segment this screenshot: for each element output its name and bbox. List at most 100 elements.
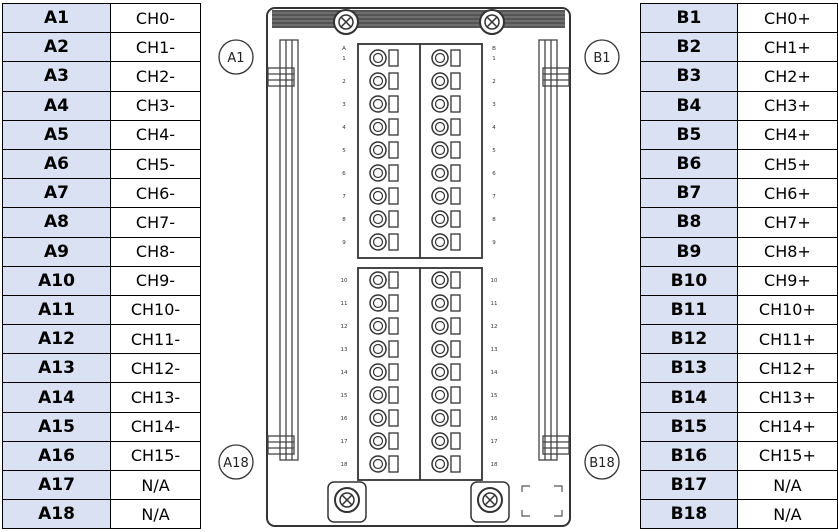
terminal-number-right: 2 xyxy=(492,79,496,85)
b-signal-cell: CH14+ xyxy=(736,411,838,442)
a-signal-cell: N/A xyxy=(110,469,201,501)
terminal-a-4-icon xyxy=(369,118,399,136)
terminal-number-left: 2 xyxy=(342,79,346,85)
terminal-a-5-icon xyxy=(369,141,399,159)
a-signal-cell: CH5- xyxy=(110,148,201,180)
callout-b18: B18 xyxy=(584,444,620,480)
terminal-a-15-icon xyxy=(369,386,399,404)
a-signal-cell: CH4- xyxy=(110,119,201,150)
a-signal-cell: CH2- xyxy=(110,61,201,92)
terminal-number-right: 15 xyxy=(491,393,498,399)
terminal-number-left: 18 xyxy=(341,462,348,468)
a-signal-cell: CH8- xyxy=(110,236,201,267)
column-mark-b: B xyxy=(492,46,496,52)
terminal-b-4-icon xyxy=(431,118,461,136)
a-signal-cell: CH1- xyxy=(110,32,201,63)
terminal-number-right: 14 xyxy=(491,370,498,376)
b-pin-cell: B17 xyxy=(640,469,738,501)
b-pin-cell: B13 xyxy=(640,353,738,384)
terminal-number-left: 11 xyxy=(341,301,348,307)
terminal-number-right: 1 xyxy=(492,56,496,62)
callout-a18: A18 xyxy=(218,444,254,480)
terminal-number-right: 16 xyxy=(491,416,498,422)
terminal-number-left: 14 xyxy=(341,370,348,376)
right-rail xyxy=(538,39,570,461)
b-signal-cell: CH1+ xyxy=(736,32,838,63)
a-pin-cell: A6 xyxy=(2,148,111,180)
svg-text:A1: A1 xyxy=(227,51,244,66)
terminal-a-1-icon xyxy=(369,49,399,67)
a-pin-cell: A8 xyxy=(2,207,111,238)
terminal-number-left: 17 xyxy=(341,439,348,445)
a-pin-cell: A17 xyxy=(2,469,111,501)
a-pin-cell: A16 xyxy=(2,440,111,472)
label-area-corner-marks xyxy=(521,485,563,517)
terminal-number-right: 3 xyxy=(492,102,496,108)
terminal-b-13-icon xyxy=(431,340,461,358)
terminal-b-8-icon xyxy=(431,210,461,228)
b-pin-cell: B7 xyxy=(640,178,738,209)
terminal-a-12-icon xyxy=(369,317,399,335)
terminal-number-left: 12 xyxy=(341,324,348,330)
b-signal-cell: CH9+ xyxy=(736,265,838,296)
b-pin-cell: B9 xyxy=(640,236,738,267)
screw-top-right-icon xyxy=(479,9,505,35)
a-signal-cell: CH12- xyxy=(110,353,201,384)
terminal-a-7-icon xyxy=(369,187,399,205)
b-signal-cell: CH6+ xyxy=(736,178,838,209)
terminal-b-18-icon xyxy=(431,455,461,473)
a-pin-cell: A18 xyxy=(2,499,111,530)
terminal-a-2-icon xyxy=(369,72,399,90)
a-signal-cell: CH15- xyxy=(110,440,201,472)
a-pin-cell: A15 xyxy=(2,411,111,442)
b-pin-cell: B16 xyxy=(640,440,738,472)
callout-b1: B1 xyxy=(584,39,620,75)
a-pin-cell: A9 xyxy=(2,236,111,267)
terminal-a-18-icon xyxy=(369,455,399,473)
terminal-number-right: 13 xyxy=(491,347,498,353)
b-signal-cell: N/A xyxy=(736,499,838,530)
a-pin-cell: A5 xyxy=(2,119,111,150)
b-pin-cell: B11 xyxy=(640,294,738,326)
terminal-number-right: 11 xyxy=(491,301,498,307)
top-grip xyxy=(272,10,565,28)
terminal-a-16-icon xyxy=(369,409,399,427)
b-signal-cell: CH0+ xyxy=(736,2,838,34)
terminal-number-right: 9 xyxy=(492,240,496,246)
terminal-b-1-icon xyxy=(431,49,461,67)
terminal-number-right: 7 xyxy=(492,194,496,200)
b-signal-cell: N/A xyxy=(736,469,838,501)
a-pin-cell: A12 xyxy=(2,324,111,355)
a-signal-cell: CH14- xyxy=(110,411,201,442)
housing-outline xyxy=(266,7,571,527)
terminal-number-right: 12 xyxy=(491,324,498,330)
terminal-number-left: 1 xyxy=(342,56,346,62)
a-pin-cell: A7 xyxy=(2,178,111,209)
a-pin-cell: A4 xyxy=(2,90,111,121)
a-signal-cell: CH0- xyxy=(110,2,201,34)
b-signal-cell: CH4+ xyxy=(736,119,838,150)
terminal-a-17-icon xyxy=(369,432,399,450)
a-signal-cell: CH11- xyxy=(110,324,201,355)
screw-bottom-right-icon xyxy=(470,481,510,523)
